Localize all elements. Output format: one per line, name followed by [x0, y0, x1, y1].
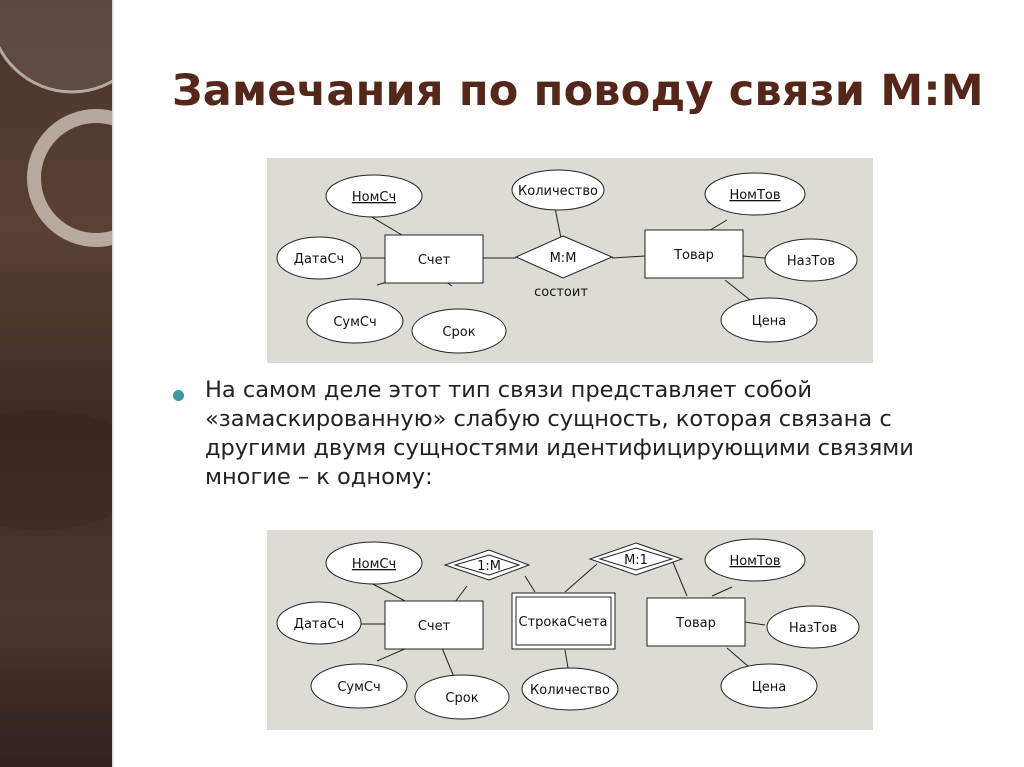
connector-line [376, 647, 408, 662]
connector-line [611, 255, 646, 259]
diagram-label: М:М [550, 251, 577, 266]
entity-schet [384, 234, 484, 284]
attr-kolichestvo [511, 169, 605, 211]
attr-srok [411, 308, 507, 354]
decorative-circles [0, 0, 112, 530]
diagram-label: ДатаСч [294, 617, 344, 632]
entity-schet [384, 600, 484, 650]
er-diagram-mm: НомСч ДатаСч СумСч Срок Количество НомТо… [267, 158, 873, 363]
bullet-text: На самом деле этот тип связи представляе… [205, 377, 914, 490]
attr-nomtov [704, 172, 806, 216]
connector-line [724, 279, 751, 301]
connector-line [441, 647, 455, 678]
diagram-label: СумСч [333, 315, 376, 330]
attr-naztov [764, 238, 858, 282]
attr-srok [414, 674, 510, 720]
attr-tsena [720, 663, 818, 709]
decorative-side-band [0, 0, 112, 767]
attr-kolichestvo [521, 667, 619, 711]
diagram-label: НомСч [352, 190, 396, 205]
diagram-label: НомТов [729, 554, 780, 569]
diagram-label: 1:М [477, 559, 501, 574]
connector-line [564, 649, 569, 669]
diagram-label: Количество [518, 184, 598, 199]
diagram-label: Количество [530, 683, 610, 698]
diagram-label: НомТов [729, 188, 780, 203]
diagram-label: НомСч [352, 557, 396, 572]
shape-outline [453, 554, 521, 576]
attr-datasch [276, 236, 362, 280]
diagram-label: СтрокаСчета [519, 615, 608, 630]
attr-datasch [276, 601, 362, 645]
diagram-label: СумСч [337, 680, 380, 695]
attr-sumsch [306, 298, 404, 344]
diagram-label: Цена [752, 314, 787, 329]
attr-naztov [766, 605, 860, 649]
diagram-label: НазТов [789, 621, 837, 636]
band-shadow [112, 0, 115, 767]
attr-nomtov [704, 538, 806, 582]
diagram-label: М:1 [624, 553, 648, 568]
bullet-dot-icon [173, 390, 184, 401]
diagram-label: Товар [673, 248, 714, 263]
diagram-label: Счет [418, 619, 451, 634]
connector-line [366, 580, 408, 603]
entity-tovar [644, 229, 744, 279]
diagram-label: Срок [445, 691, 478, 706]
diagram-label: Срок [442, 325, 475, 340]
connector-line [524, 575, 536, 593]
shape-outline [515, 596, 612, 646]
diagram-label: состоит [534, 285, 588, 300]
er-diagram-weak-entity: НомСч ДатаСч СумСч Срок Количество НомТо… [267, 530, 873, 730]
attr-nomsch [325, 541, 423, 585]
diagram-label: Счет [418, 253, 451, 268]
connector-line [454, 585, 468, 603]
diagram-label: Цена [752, 680, 787, 695]
diagram-label: ДатаСч [294, 252, 344, 267]
connector-line [742, 255, 766, 259]
attr-nomsch [325, 174, 423, 218]
attr-sumsch [310, 663, 408, 709]
connector-line [711, 586, 733, 597]
diagram-label: НазТов [787, 254, 835, 269]
connector-line [554, 207, 562, 239]
entity-tovar [646, 597, 746, 647]
slide-title: Замечания по поводу связи М:М [172, 66, 984, 116]
attr-tsena [720, 297, 818, 343]
connector-line [744, 621, 766, 626]
diagram-label: Товар [675, 616, 716, 631]
connector-line [671, 559, 688, 597]
bullet-item: На самом деле этот тип связи представляе… [170, 376, 970, 492]
relationship-mm [514, 235, 614, 279]
shape-outline [598, 547, 674, 571]
connector-line [564, 563, 598, 593]
connector-line [726, 647, 750, 668]
